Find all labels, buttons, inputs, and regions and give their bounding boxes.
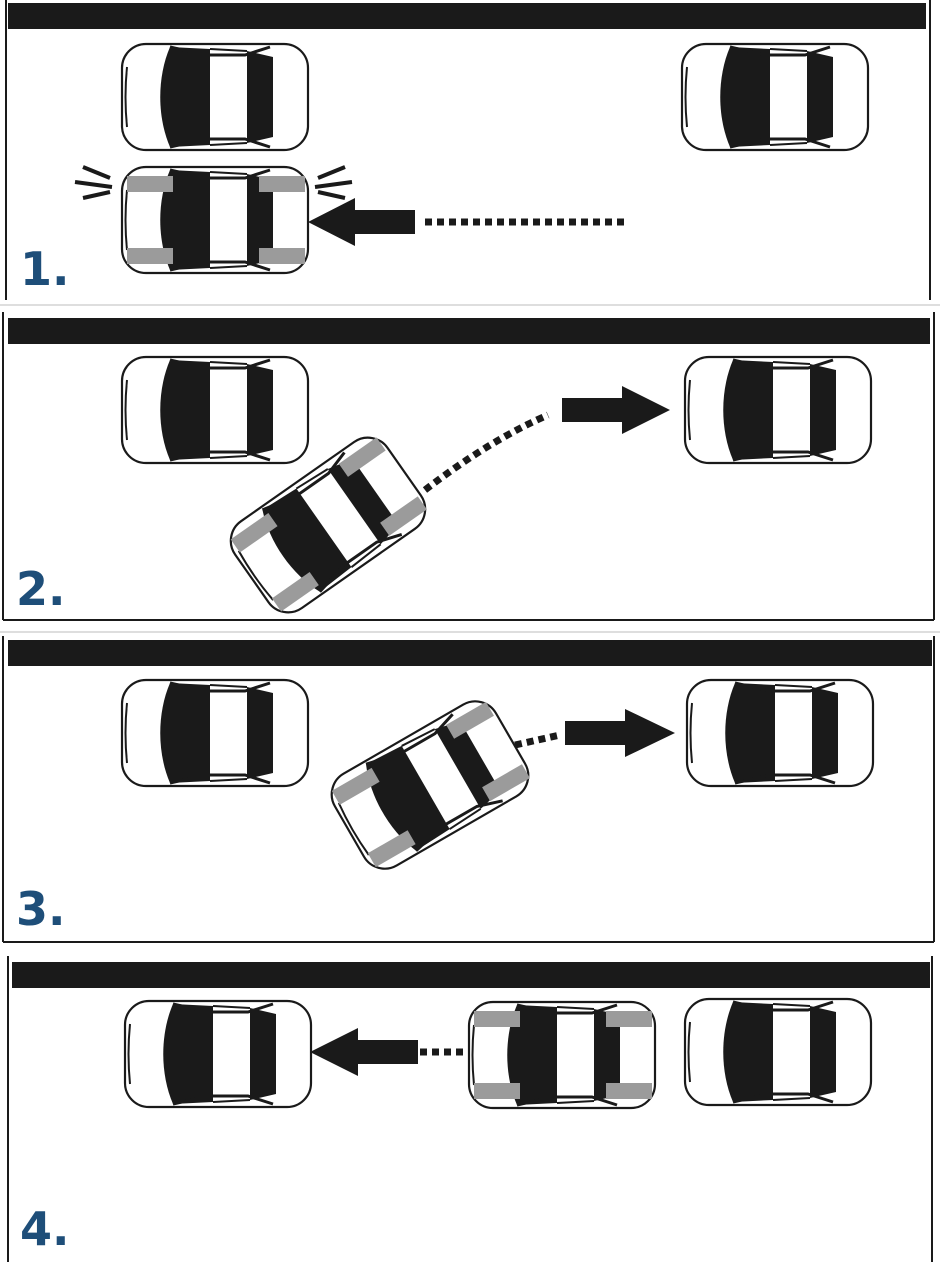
curb xyxy=(8,318,930,344)
parked-car-front xyxy=(120,355,310,465)
panel-4: 4. xyxy=(7,956,933,1262)
parked-car-rear xyxy=(683,997,873,1107)
step-number: 2. xyxy=(16,562,65,616)
maneuvering-car xyxy=(120,165,310,275)
maneuvering-car xyxy=(321,691,539,879)
path-dotted xyxy=(422,411,550,493)
turn-signal-icon xyxy=(74,165,353,200)
curb xyxy=(8,3,926,29)
step-number: 4. xyxy=(20,1202,69,1256)
parked-car-front xyxy=(120,678,310,788)
panel-2: 2. xyxy=(2,312,935,624)
parked-car-rear xyxy=(685,678,875,788)
arrow-right-icon xyxy=(562,386,670,434)
step-number: 3. xyxy=(16,882,65,936)
panel-3: 3. xyxy=(2,636,935,943)
panel-1: 1. xyxy=(5,0,931,300)
step-number: 1. xyxy=(20,242,69,296)
path-dotted xyxy=(514,731,561,749)
arrow-left-icon xyxy=(310,1028,465,1076)
parked-car-rear xyxy=(680,42,870,152)
maneuvering-car xyxy=(467,1000,657,1110)
arrow-left-icon xyxy=(308,198,628,246)
parked-car-front xyxy=(120,42,310,152)
curb xyxy=(8,640,932,666)
arrow-right-icon xyxy=(565,709,675,757)
curb xyxy=(12,962,930,988)
parked-car-front xyxy=(123,999,313,1109)
parked-car-rear xyxy=(683,355,873,465)
